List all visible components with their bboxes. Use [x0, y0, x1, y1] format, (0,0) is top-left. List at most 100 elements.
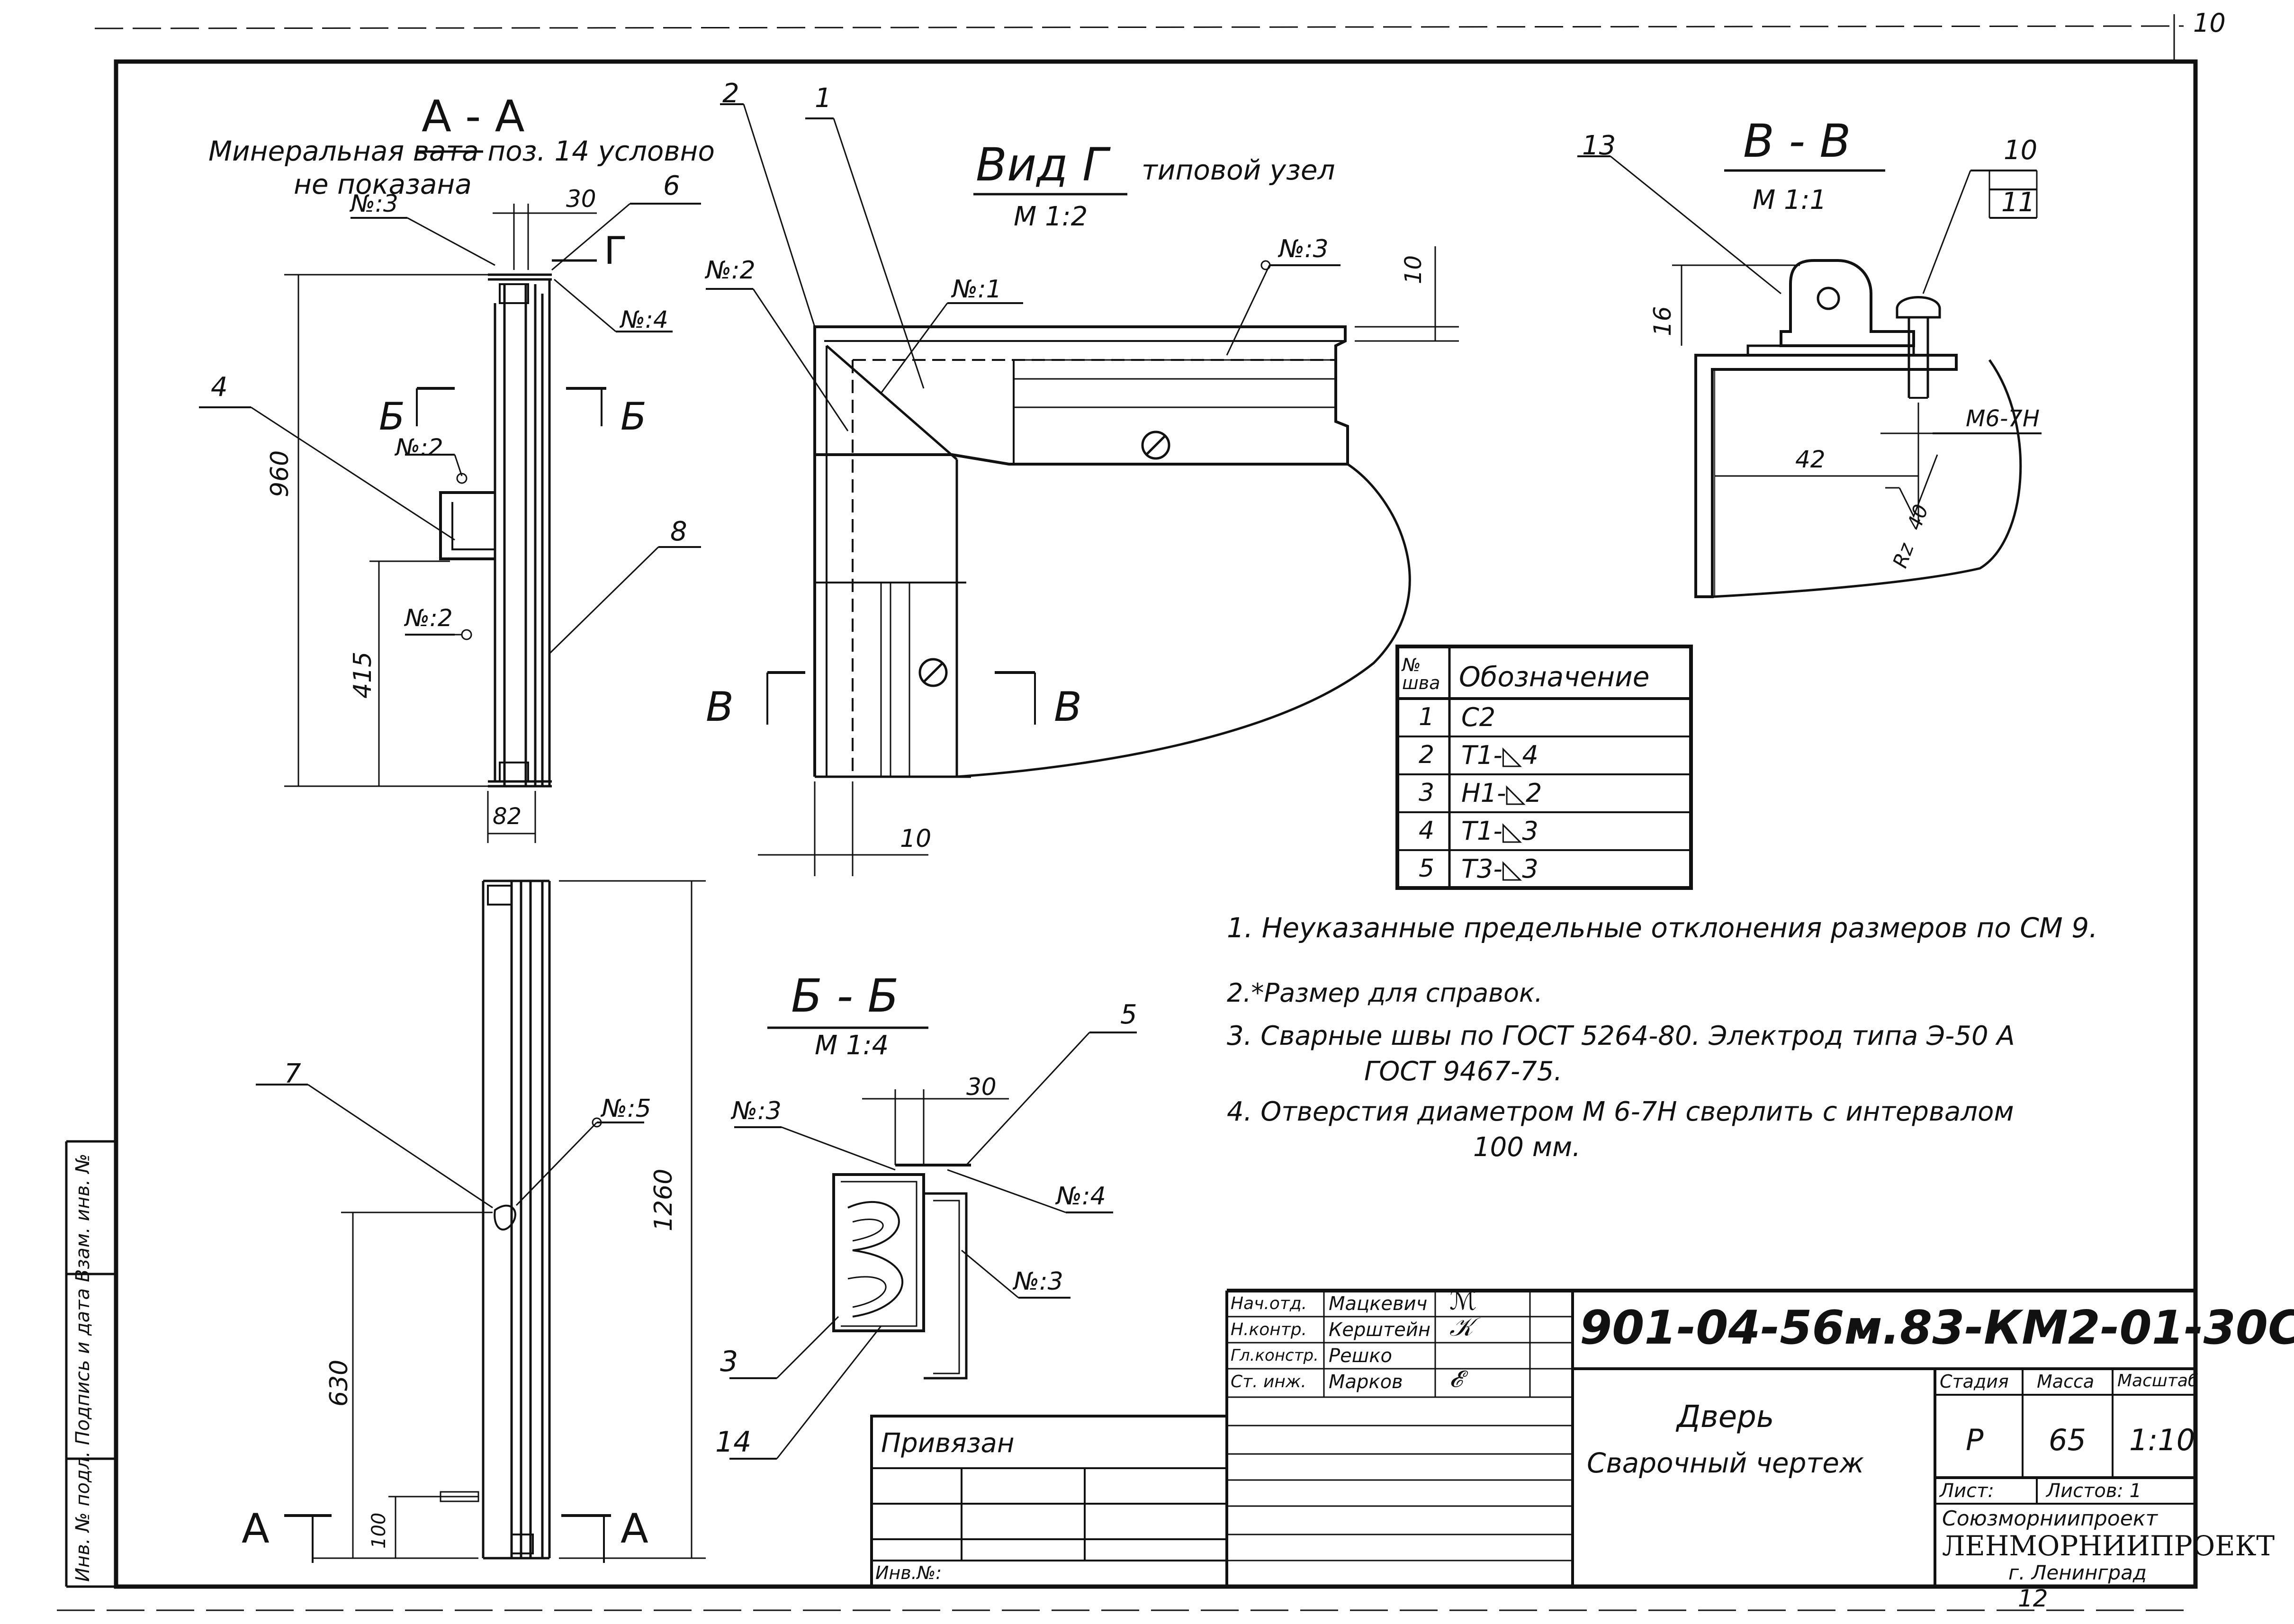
- sheet-number: 10: [2193, 8, 2226, 38]
- sig-name-3: Решко: [1329, 1345, 1392, 1367]
- callout-bb-n3-top: №:3: [732, 1097, 782, 1125]
- callout-vg-b-left: В: [706, 683, 734, 731]
- org-line1: Союзморниипроект: [1942, 1507, 2158, 1531]
- callout-aa-b-left: Б: [379, 395, 405, 439]
- sig-sign-4: 𝓔: [1449, 1366, 1463, 1392]
- view-lower-drawing: [256, 879, 706, 1563]
- sig-name-1: Мацкевич: [1329, 1293, 1428, 1315]
- sig-sign-1: ℳ: [1449, 1286, 1477, 1316]
- callout-lower-1260: 1260: [649, 1168, 678, 1231]
- callout-aa-g: Г: [604, 229, 627, 273]
- callout-bb-30: 30: [966, 1073, 997, 1101]
- callout-bb-14: 14: [715, 1426, 752, 1459]
- org-line2: ЛЕНМОРНИИПРОЕКТ: [1942, 1530, 2275, 1562]
- privyazan-label: Привязан: [881, 1428, 1015, 1459]
- callout-lower-n5: №:5: [602, 1095, 651, 1123]
- note-4-cont: 100 мм.: [1473, 1132, 1581, 1163]
- view-bb-title: Б - Б: [791, 969, 899, 1023]
- view-g-subtitle: типовой узел: [1142, 154, 1335, 186]
- view-aa-note-line1: Минеральная вата поз. 14 условно: [208, 135, 715, 167]
- callout-aa-8: 8: [670, 516, 687, 547]
- callout-aa-82: 82: [493, 803, 522, 830]
- weld-row-1-no: 1: [1419, 703, 1435, 731]
- callout-bb-3: 3: [720, 1345, 738, 1378]
- stage-header: Стадия: [1940, 1371, 2009, 1392]
- callout-aa-n2-top: №:2: [396, 434, 443, 461]
- weld-row-4-name: Т1-◺3: [1461, 816, 1538, 846]
- callout-vg-2: 2: [722, 78, 739, 109]
- scale-value: 1:10: [2129, 1423, 2195, 1457]
- callout-vv-13: 13: [1582, 130, 1616, 161]
- view-g-drawing: [706, 103, 1459, 876]
- sig-sign-2: 𝒦: [1449, 1312, 1474, 1342]
- sig-role-2: Н.контр.: [1231, 1320, 1307, 1339]
- scale-header: Масштаб: [2117, 1371, 2199, 1391]
- weld-row-2-no: 2: [1419, 741, 1435, 769]
- stage-value: Р: [1966, 1423, 1984, 1457]
- callout-aa-960: 960: [266, 450, 294, 497]
- callout-aa-n3: №:3: [351, 190, 398, 217]
- title-line1: Дверь: [1677, 1400, 1774, 1435]
- side-strip-label: Инв. № подл. Подпись и дата Взам. инв. №: [72, 1153, 94, 1582]
- note-3: 3. Сварные швы по ГОСТ 5264-80. Электрод…: [1227, 1021, 2015, 1051]
- note-4: 4. Отверстия диаметром М 6-7Н сверлить с…: [1227, 1096, 2014, 1127]
- callout-vv-m6: М6-7Н: [1966, 405, 2040, 432]
- note-1: 1. Неуказанные предельные отклонения раз…: [1227, 912, 2098, 944]
- weld-row-3-name: Н1-◺2: [1461, 778, 1542, 808]
- sig-name-2: Керштейн: [1329, 1319, 1431, 1341]
- callout-vg-b-right: В: [1054, 683, 1082, 731]
- bottom-number: 12: [2018, 1585, 2048, 1612]
- inv-no-label: Инв.№:: [875, 1562, 942, 1583]
- callout-vv-11: 11: [2001, 187, 2035, 218]
- weld-row-1-name: С2: [1461, 702, 1496, 732]
- view-vv-title: В - В: [1743, 115, 1851, 168]
- weld-row-5-no: 5: [1419, 854, 1435, 883]
- view-g-scale: М 1:2: [1014, 201, 1088, 232]
- callout-aa-b-right: Б: [621, 395, 647, 439]
- callout-vv-10: 10: [2004, 135, 2038, 166]
- callout-vg-10-bottom: 10: [900, 825, 932, 853]
- callout-lower-a-left: А: [242, 1505, 270, 1552]
- callout-vg-n1: №:1: [952, 275, 1002, 304]
- callout-lower-a-right: А: [621, 1505, 648, 1552]
- view-aa-note-line2: не показана: [294, 168, 472, 200]
- mass-header: Масса: [2037, 1371, 2095, 1392]
- note-2: 2.*Размер для справок.: [1227, 978, 1543, 1008]
- view-vv-drawing: [1577, 155, 2042, 598]
- drawing-code: 901-04-56м.83-КМ2-01-30СБ: [1580, 1301, 2294, 1355]
- view-aa-drawing: [199, 150, 701, 843]
- view-bb-scale: М 1:4: [815, 1030, 889, 1061]
- sheets-label: Листов: 1: [2046, 1480, 2142, 1502]
- callout-bb-5: 5: [1120, 999, 1137, 1030]
- callout-aa-4: 4: [211, 372, 228, 403]
- callout-aa-6: 6: [663, 170, 680, 201]
- callout-vg-10-top: 10: [1400, 255, 1427, 284]
- weld-row-3-no: 3: [1419, 779, 1435, 807]
- sheet-label: Лист:: [1940, 1480, 1994, 1502]
- sig-name-4: Марков: [1329, 1371, 1403, 1393]
- title-block-grid: [870, 1289, 2195, 1588]
- callout-aa-415: 415: [349, 651, 377, 699]
- callout-vv-42: 42: [1795, 446, 1826, 473]
- title-line2: Сварочный чертеж: [1587, 1447, 1864, 1479]
- weld-row-5-name: Т3-◺3: [1461, 854, 1538, 884]
- callout-aa-30: 30: [566, 185, 596, 213]
- callout-lower-100: 100: [368, 1512, 390, 1549]
- view-vv-scale: М 1:1: [1753, 185, 1827, 215]
- view-aa-title: А - А: [422, 91, 525, 142]
- callout-aa-n2-bottom: №:2: [405, 604, 453, 632]
- weld-table-header-no: № шва: [1402, 655, 1440, 693]
- callout-vg-1: 1: [815, 83, 832, 114]
- sheet-frame: [57, 14, 2198, 1611]
- callout-vv-16: 16: [1649, 306, 1676, 336]
- weld-table-header-name: Обозначение: [1459, 661, 1650, 693]
- sig-role-3: Гл.констр.: [1231, 1346, 1319, 1365]
- callout-vg-n3: №:3: [1279, 235, 1329, 263]
- callout-lower-630: 630: [325, 1359, 353, 1407]
- view-g-title: Вид Г: [976, 138, 1108, 191]
- sig-role-1: Нач.отд.: [1231, 1294, 1307, 1313]
- view-bb-drawing: [729, 1026, 1137, 1460]
- callout-bb-n3-right: №:3: [1014, 1267, 1063, 1296]
- org-line3: г. Ленинград: [2008, 1561, 2147, 1584]
